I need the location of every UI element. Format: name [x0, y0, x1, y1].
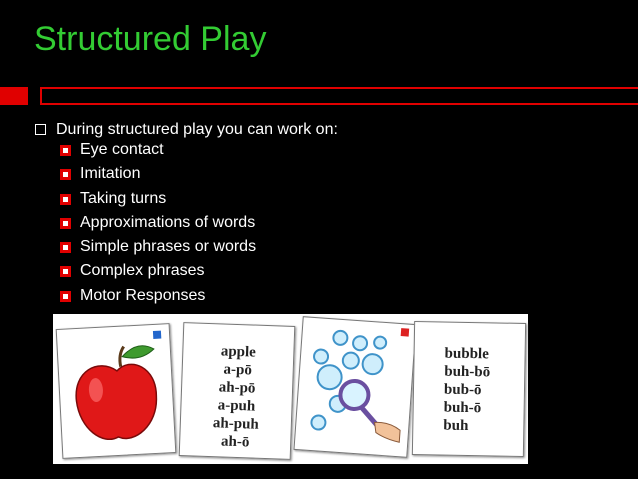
square-bullet-icon	[60, 193, 71, 205]
picture-cards-image: apple a-pō ah-pō a-puh ah-puh ah-ō	[53, 314, 528, 464]
bubbles-picture-card	[293, 316, 417, 458]
square-bullet-icon	[60, 290, 71, 302]
sub-bullet-text: Imitation	[80, 165, 141, 183]
square-bullet-icon	[60, 145, 71, 156]
word: buh	[443, 417, 469, 434]
bubble-words-card: bubble buh-bō bub-ō buh-ō buh	[411, 321, 527, 457]
hollow-square-bullet-icon	[35, 124, 46, 135]
sub-bullet-text: Complex phrases	[80, 262, 205, 280]
word: ah-ō	[220, 433, 250, 451]
word-list: bubble buh-bō bub-ō buh-ō buh	[413, 344, 525, 436]
title-rule-line	[40, 87, 638, 105]
word: bubble	[444, 345, 489, 363]
sub-bullet-text: Approximations of words	[80, 213, 256, 231]
slide-title: Structured Play	[34, 20, 267, 58]
apple-icon	[75, 345, 158, 440]
square-bullet-icon	[60, 242, 71, 254]
bubbles-wand-icon	[310, 329, 401, 443]
square-bullet-icon	[60, 217, 71, 229]
sub-bullet-text: Eye contact	[80, 141, 164, 158]
sub-bullet-text: Simple phrases or words	[80, 238, 257, 256]
sub-bullet-text: Motor Responses	[80, 286, 206, 304]
word: buh-bō	[444, 363, 491, 381]
word-list: apple a-pō ah-pō a-puh ah-puh ah-ō	[180, 341, 294, 453]
square-bullet-icon	[60, 169, 71, 181]
word: bub-ō	[443, 381, 482, 399]
word: buh-ō	[443, 399, 482, 417]
apple-words-card: apple a-pō ah-pō a-puh ah-puh ah-ō	[178, 322, 296, 460]
apple-picture-card	[55, 323, 177, 459]
sub-bullet-text: Taking turns	[80, 189, 167, 207]
main-bullet-text: During structured play you can work on:	[56, 121, 338, 138]
title-rule-block	[0, 87, 28, 105]
square-bullet-icon	[60, 266, 71, 278]
